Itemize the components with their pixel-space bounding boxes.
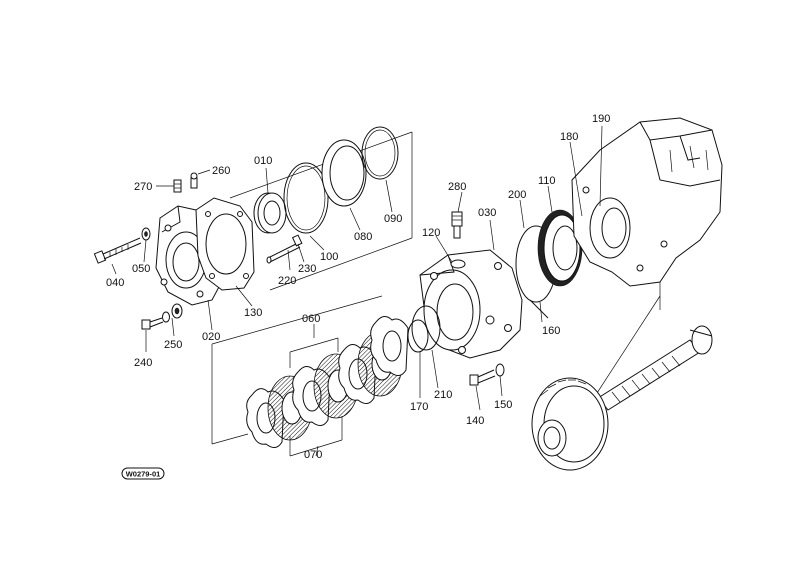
label-170: 170 bbox=[410, 401, 428, 413]
label-250: 250 bbox=[164, 339, 182, 351]
bracket-upper-left bbox=[229, 131, 413, 291]
label-130: 130 bbox=[244, 307, 262, 319]
label-050: 050 bbox=[132, 263, 150, 275]
fitting-270 bbox=[173, 179, 182, 193]
pin-220 bbox=[266, 242, 301, 264]
label-220: 220 bbox=[278, 275, 296, 287]
leader-lines bbox=[111, 125, 603, 457]
plug-260 bbox=[190, 172, 198, 189]
label-260: 260 bbox=[212, 165, 230, 177]
washer-250 bbox=[162, 303, 183, 323]
label-140: 140 bbox=[466, 415, 484, 427]
o-ring-100 bbox=[283, 162, 329, 234]
label-090: 090 bbox=[384, 213, 402, 225]
separator-plate-4 bbox=[370, 316, 409, 376]
o-ring-210 bbox=[411, 305, 441, 351]
o-ring-170 bbox=[407, 319, 429, 353]
carrier-housing-030 bbox=[419, 249, 523, 359]
label-070: 070 bbox=[304, 449, 322, 461]
bearing-110 bbox=[529, 209, 583, 319]
label-080: 080 bbox=[354, 231, 372, 243]
diagram-code: W0279-01 bbox=[126, 470, 161, 479]
label-060: 060 bbox=[302, 313, 320, 325]
label-010: 010 bbox=[254, 155, 272, 167]
axle-shaft bbox=[585, 295, 713, 411]
washer-050 bbox=[141, 227, 151, 241]
label-280: 280 bbox=[448, 181, 466, 193]
o-ring-090 bbox=[361, 126, 399, 180]
label-180: 180 bbox=[560, 131, 578, 143]
label-160: 160 bbox=[542, 325, 560, 337]
breather-280 bbox=[451, 211, 463, 239]
label-200: 200 bbox=[508, 189, 526, 201]
label-100: 100 bbox=[320, 251, 338, 263]
diagram-code-badge: W0279-01 bbox=[121, 467, 165, 480]
label-030: 030 bbox=[478, 207, 496, 219]
label-110: 110 bbox=[538, 175, 556, 187]
label-230: 230 bbox=[298, 263, 316, 275]
final-gear bbox=[531, 377, 609, 471]
label-210: 210 bbox=[434, 389, 452, 401]
bolt-040 bbox=[93, 237, 142, 264]
breather-120 bbox=[450, 259, 466, 269]
bolt-240 bbox=[141, 317, 164, 330]
label-020: 020 bbox=[202, 331, 220, 343]
spring-pin-230 bbox=[291, 234, 303, 247]
label-150: 150 bbox=[494, 399, 512, 411]
label-040: 040 bbox=[106, 277, 124, 289]
label-190: 190 bbox=[592, 113, 610, 125]
label-270: 270 bbox=[134, 181, 152, 193]
bracket-clutch-pack bbox=[211, 295, 383, 457]
label-120: 120 bbox=[422, 227, 440, 239]
washer-150 bbox=[495, 363, 505, 377]
part-labels: 270 260 010 100 080 090 220 230 040 050 … bbox=[106, 113, 610, 461]
ring-080 bbox=[321, 139, 367, 207]
label-240: 240 bbox=[134, 357, 152, 369]
final-case bbox=[571, 117, 723, 310]
bolt-140 bbox=[469, 369, 496, 386]
seal-010 bbox=[253, 192, 287, 234]
gasket-130 bbox=[195, 197, 255, 291]
